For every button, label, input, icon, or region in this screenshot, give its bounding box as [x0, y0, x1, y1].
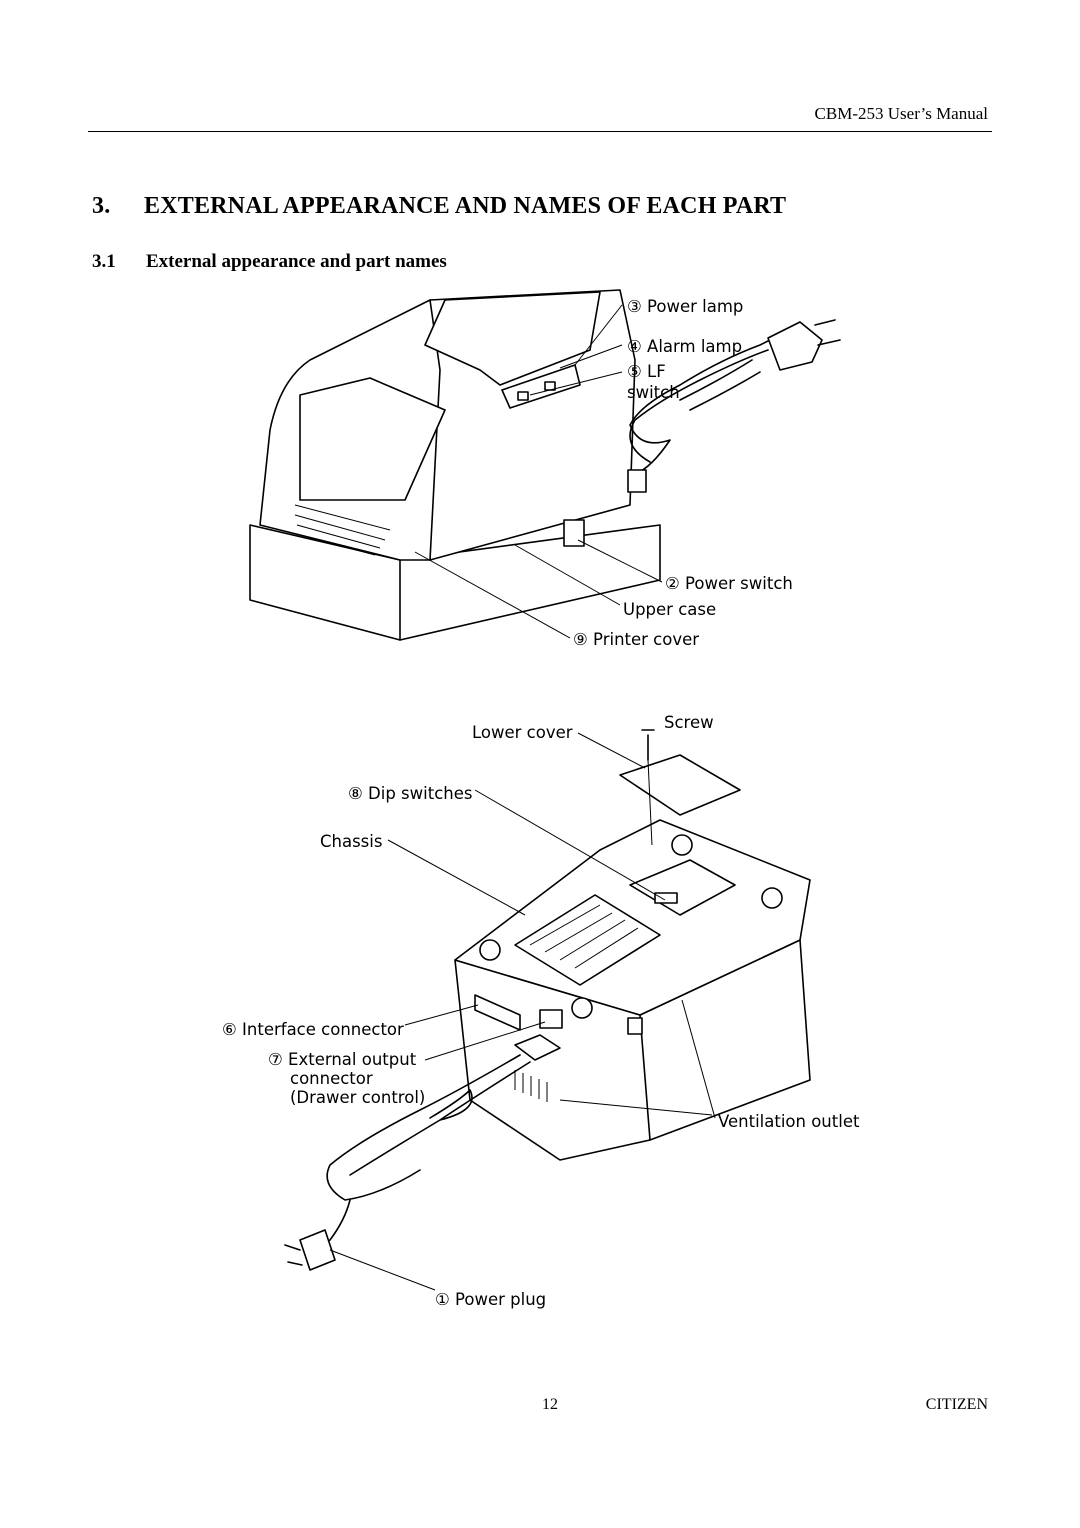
label-power-plug: ① Power plug — [435, 1290, 546, 1309]
subsection-title: External appearance and part names — [146, 251, 447, 272]
label-interface-connector: ⑥ Interface connector — [222, 1020, 404, 1039]
label-screw: Screw — [664, 713, 714, 732]
label-chassis: Chassis — [320, 832, 382, 851]
section-number: 3. — [92, 193, 111, 219]
label-external-output-3: (Drawer control) — [290, 1088, 425, 1107]
label-external-output-2: connector — [290, 1069, 373, 1088]
subsection-number: 3.1 — [92, 251, 116, 272]
section-heading: 3. EXTERNAL APPEARANCE AND NAMES OF EACH … — [92, 193, 786, 220]
label-ventilation-outlet: Ventilation outlet — [718, 1112, 860, 1131]
printer-underside-illustration — [284, 729, 811, 1271]
manual-title: CBM-253 User’s Manual — [814, 104, 988, 123]
subsection-heading: 3.1 External appearance and part names — [92, 251, 447, 273]
label-alarm-lamp: ④ Alarm lamp — [627, 337, 742, 356]
bottom-leader-lines — [329, 732, 716, 1291]
page-number: 12 — [542, 1396, 558, 1413]
header-rule — [88, 131, 992, 132]
brand-name: CITIZEN — [925, 1396, 988, 1413]
label-lower-cover: Lower cover — [472, 723, 573, 742]
label-lf-switch-line1: ⑤ LF — [627, 362, 666, 381]
section-title: EXTERNAL APPEARANCE AND NAMES OF EACH PA… — [144, 193, 787, 219]
label-printer-cover: ⑨ Printer cover — [573, 630, 699, 649]
label-dip-switches: ⑧ Dip switches — [348, 784, 472, 803]
top-leader-lines — [414, 304, 663, 639]
label-external-output-1: ⑦ External output — [268, 1050, 417, 1069]
label-power-lamp: ③ Power lamp — [627, 297, 743, 316]
printer-front-illustration — [249, 289, 841, 641]
label-upper-case: Upper case — [623, 600, 716, 619]
label-lf-switch-line2: switch — [627, 383, 680, 402]
label-power-switch: ② Power switch — [665, 574, 793, 593]
